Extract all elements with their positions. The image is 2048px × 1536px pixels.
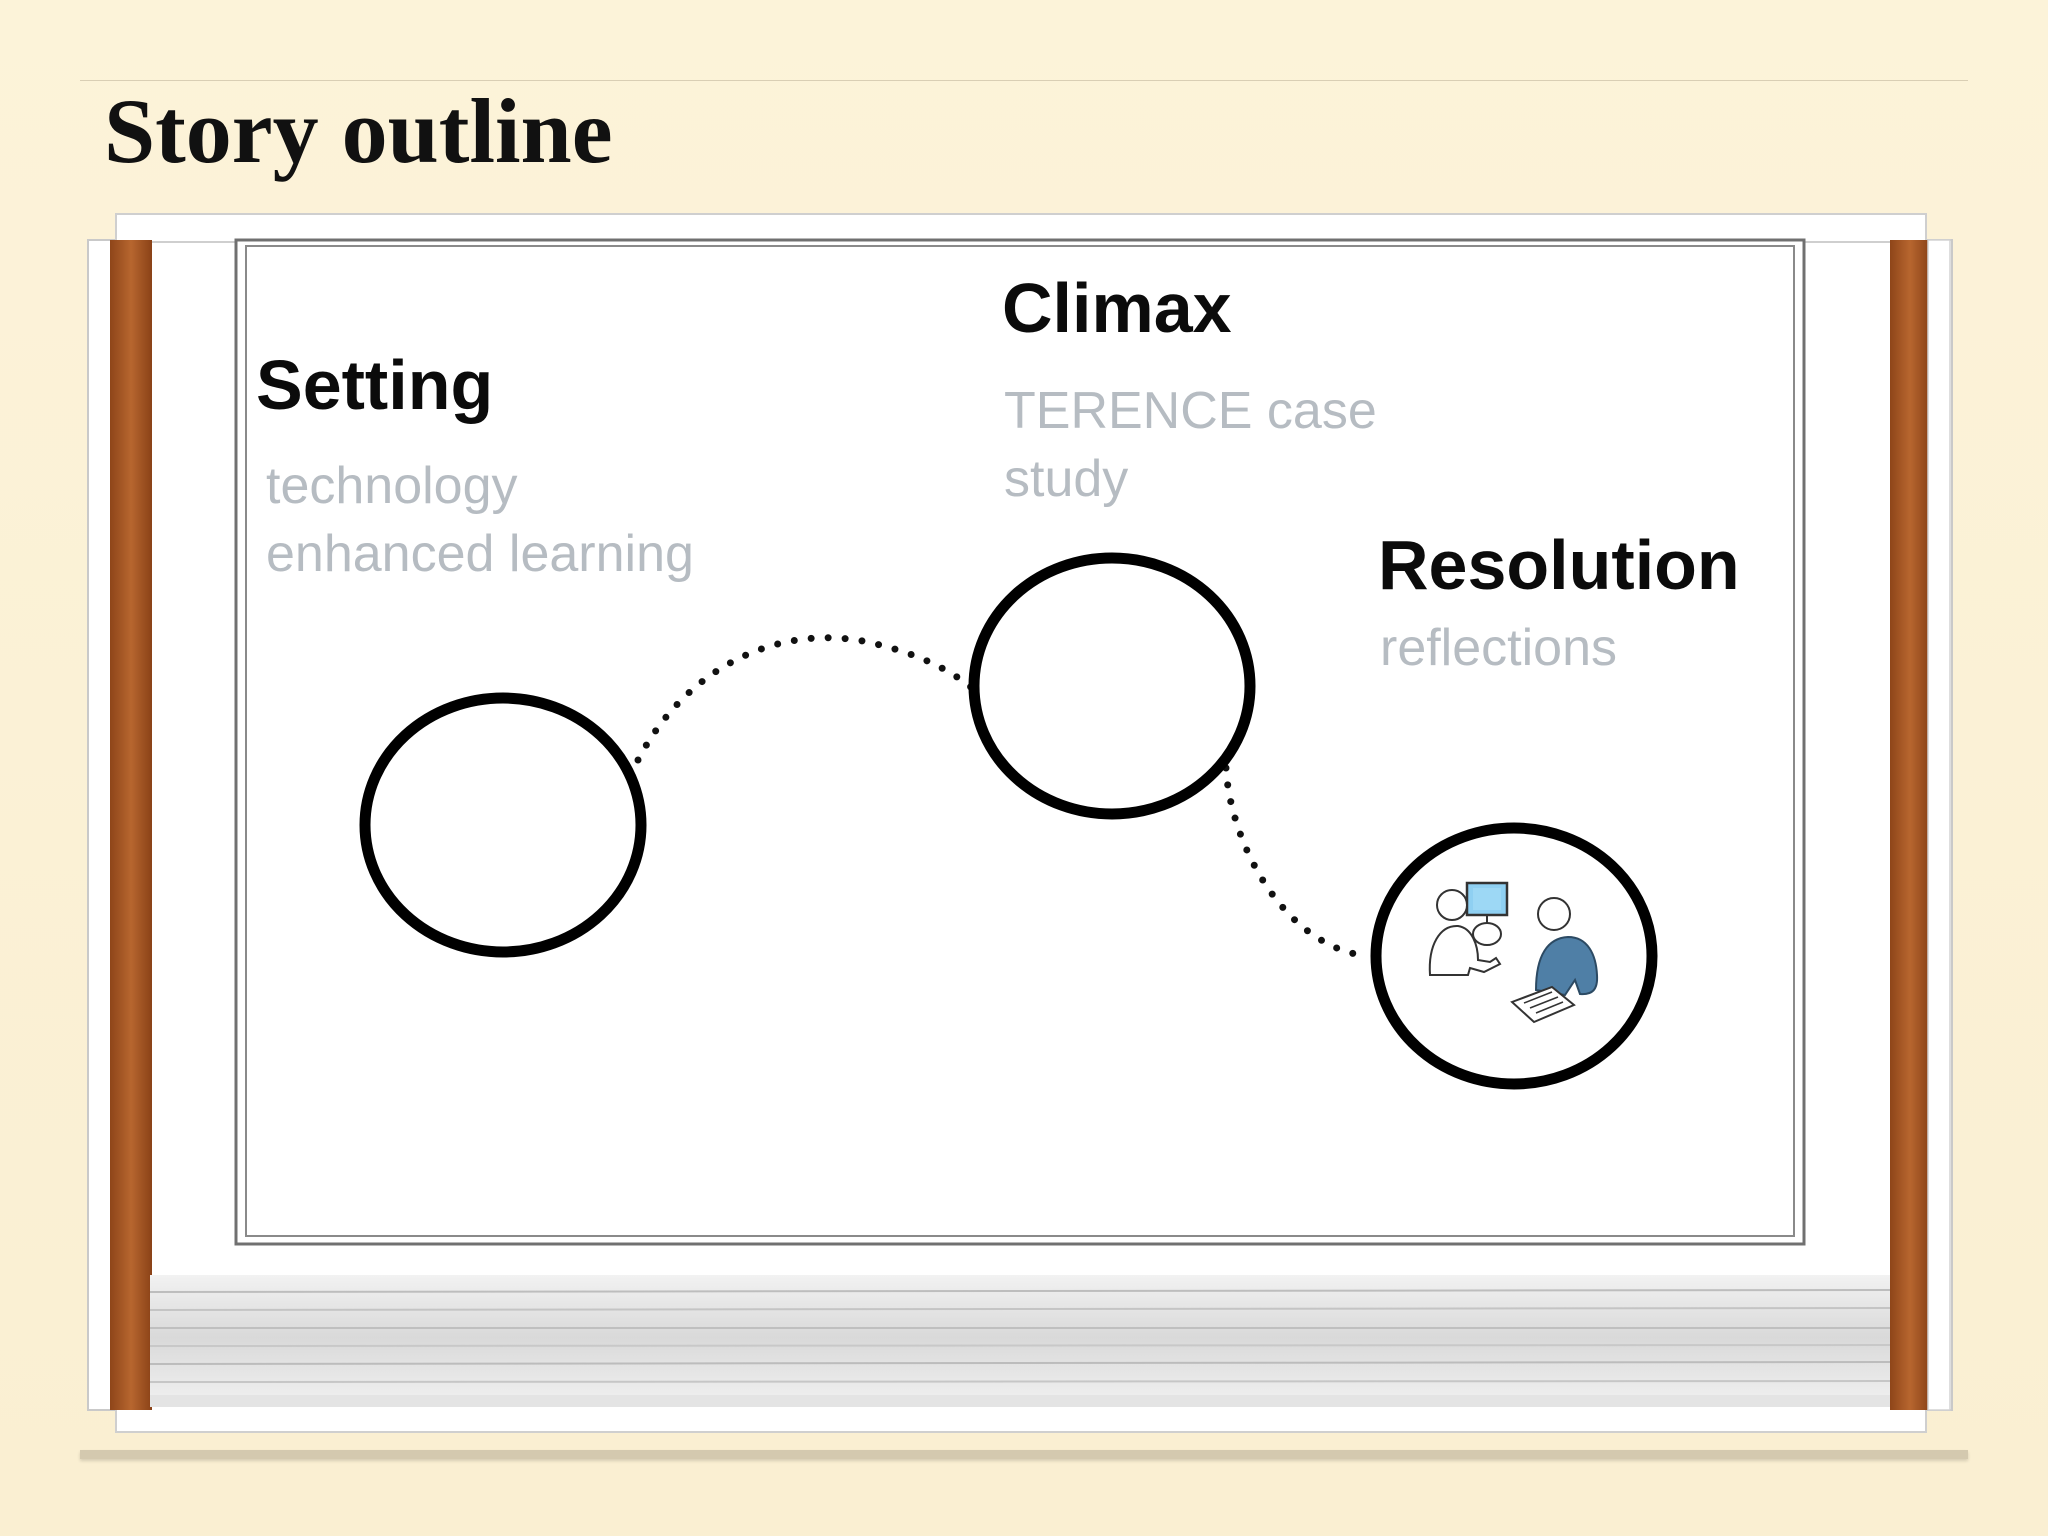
resolution-heading: Resolution bbox=[1378, 526, 1740, 604]
setting-circle bbox=[359, 692, 647, 958]
bottom-divider bbox=[80, 1450, 1968, 1459]
two-people-with-computer-and-document-icon bbox=[1428, 881, 1599, 1024]
setting-detail: technology enhanced learning bbox=[266, 452, 694, 588]
resolution-detail-line: reflections bbox=[1380, 619, 1617, 677]
connector-climax-to-resolution bbox=[1222, 764, 1364, 959]
left-wood-edge bbox=[110, 240, 152, 1410]
climax-detail-line: study bbox=[1004, 450, 1129, 508]
setting-heading: Setting bbox=[256, 346, 494, 424]
climax-detail: TERENCE case study bbox=[1004, 377, 1377, 513]
setting-detail-line: technology bbox=[266, 457, 518, 515]
connector-setting-to-climax bbox=[634, 634, 976, 764]
right-wood-edge bbox=[1890, 240, 1930, 1410]
top-divider bbox=[80, 80, 1968, 81]
climax-heading: Climax bbox=[1002, 269, 1232, 347]
paper-stack bbox=[149, 1275, 1891, 1407]
climax-detail-line: TERENCE case bbox=[1004, 382, 1377, 440]
resolution-circle bbox=[1370, 822, 1658, 1090]
slide-title: Story outline bbox=[104, 80, 613, 182]
setting-detail-line: enhanced learning bbox=[266, 525, 694, 583]
climax-circle bbox=[968, 552, 1256, 820]
resolution-detail: reflections bbox=[1380, 614, 1617, 682]
